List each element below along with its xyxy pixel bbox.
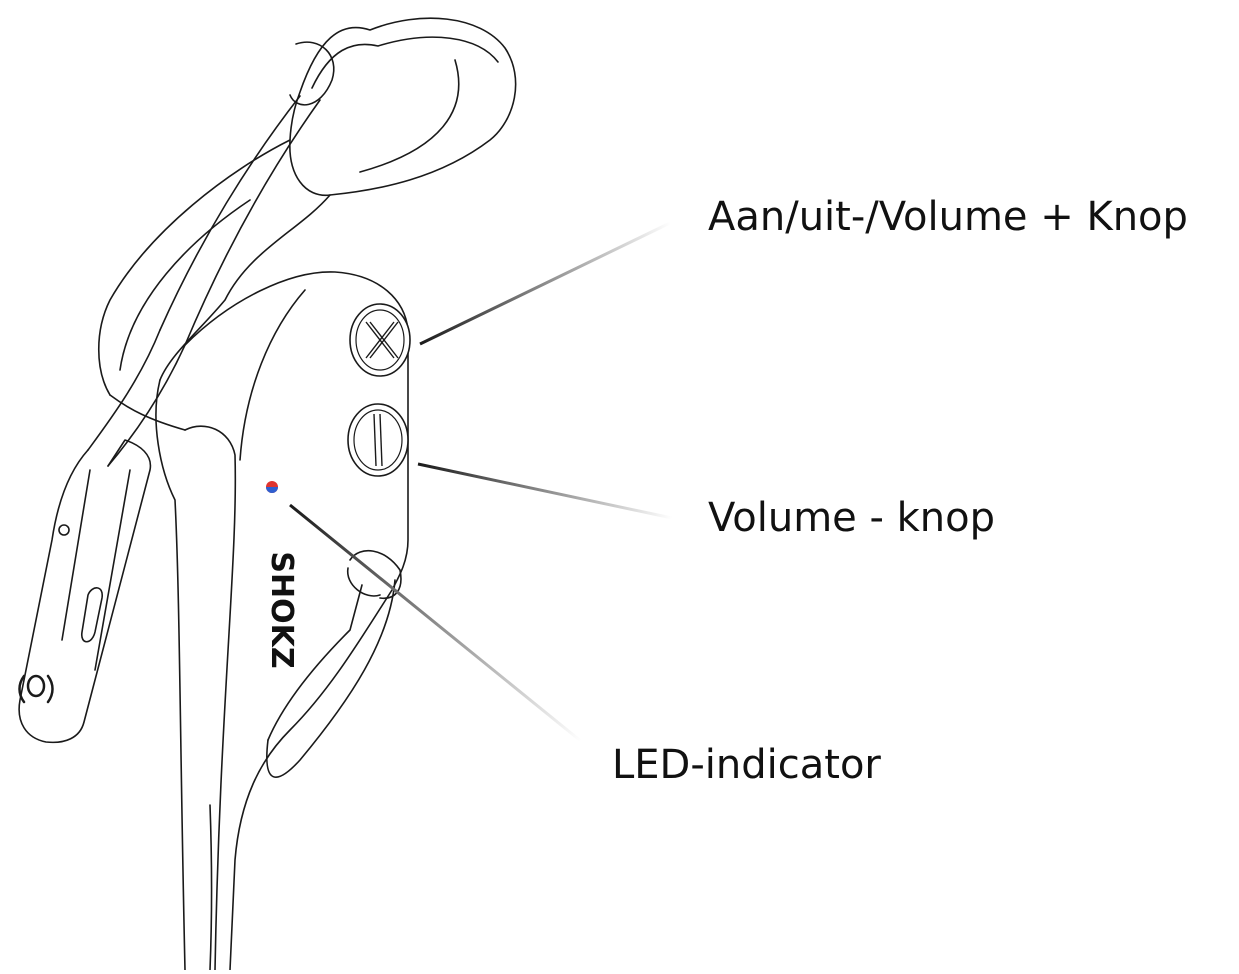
led-dot-icon: [266, 481, 278, 493]
headset-outline: [19, 18, 516, 970]
callout-line-led: [290, 505, 582, 742]
label-led-indicator: LED-indicator: [612, 745, 881, 785]
label-volume-down: Volume - knop: [708, 498, 995, 538]
shokz-logo: SHOKZ: [264, 551, 299, 668]
plus-button[interactable]: [350, 304, 410, 376]
svg-text:SHOKZ: SHOKZ: [264, 551, 299, 668]
callout-line-power: [420, 222, 672, 344]
label-power-volume-up: Aan/uit-/Volume + Knop: [708, 197, 1188, 237]
minus-button[interactable]: [348, 404, 408, 476]
callout-line-volume-down: [418, 464, 672, 518]
